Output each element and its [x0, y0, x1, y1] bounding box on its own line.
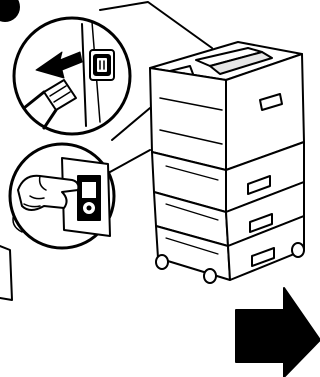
power-switch-icon — [62, 158, 110, 236]
switch-callout — [10, 144, 114, 248]
power-inlet-icon — [90, 50, 114, 80]
plug-callout — [14, 18, 130, 134]
previous-step-fragment — [0, 246, 12, 300]
printer-icon — [150, 42, 304, 283]
next-arrow-icon — [236, 288, 320, 377]
